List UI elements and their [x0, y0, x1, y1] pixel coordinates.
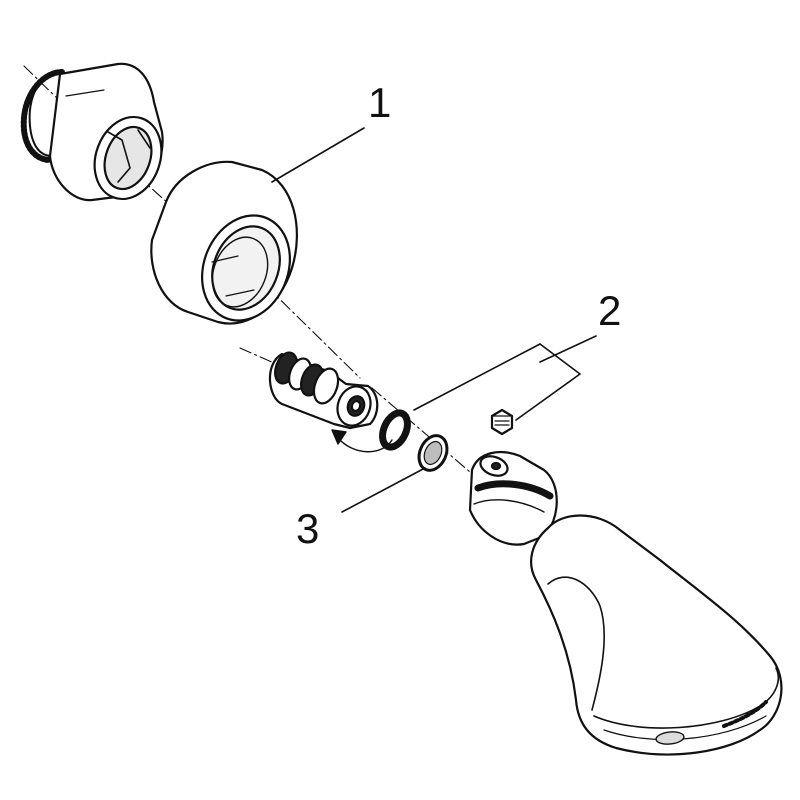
o-ring — [379, 409, 411, 451]
wall-flange — [20, 62, 164, 202]
callout-label-2: 2 — [598, 287, 622, 334]
check-valve-cartridge — [268, 351, 379, 430]
ball-joint-connector — [468, 451, 558, 546]
leader-3 — [341, 467, 426, 513]
part-3-filter-washer — [417, 434, 449, 472]
shower-head — [530, 514, 783, 756]
part-2-set-screw — [490, 408, 514, 436]
part-1-cover-sleeve — [150, 160, 298, 325]
leader-2 — [413, 335, 597, 421]
leader-1 — [271, 127, 365, 183]
callout-label-1: 1 — [368, 79, 392, 126]
callout-label-3: 3 — [296, 505, 320, 552]
